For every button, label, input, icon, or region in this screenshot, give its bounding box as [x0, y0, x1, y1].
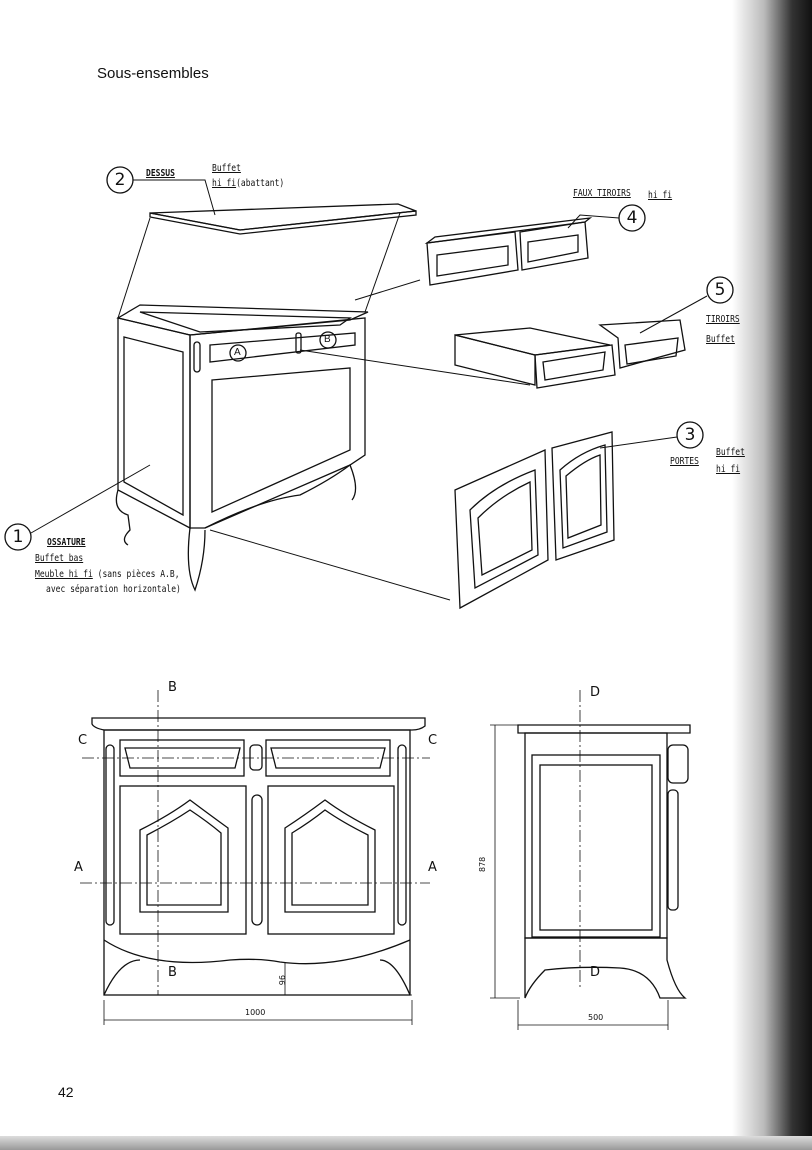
side-elevation-drawing — [490, 724, 691, 1030]
ossature-line3: avec séparation horizontale) — [46, 584, 181, 595]
callout-circle-1 — [4, 523, 32, 551]
width-dimension: 1000 — [245, 1008, 266, 1017]
ossature-line2-note: (sans pièces A.B, — [97, 569, 180, 580]
portes-line2: hi fi — [716, 464, 741, 475]
callout-2: 2 — [114, 170, 126, 190]
callout-3: 3 — [684, 425, 696, 445]
portes-label: PORTES — [670, 456, 699, 467]
dessus-label: DESSUS — [146, 168, 175, 179]
ossature-carcass-drawing — [115, 304, 369, 592]
height-dimension: 878 — [478, 856, 487, 872]
section-d-bottom: D — [590, 965, 601, 980]
tiroirs-label: TIROIRS — [706, 314, 740, 325]
callout-5: 5 — [714, 280, 726, 300]
callout-circle-3 — [676, 421, 704, 449]
dessus-line2: hi fi — [212, 178, 237, 189]
dessus-line2-note: (abattant) — [236, 178, 285, 189]
faux-tiroirs-label: FAUX TIROIRS — [573, 188, 631, 199]
dessus-panel-drawing — [149, 203, 417, 235]
callout-a: A — [234, 347, 241, 358]
foot-height-dimension: 96 — [277, 975, 286, 986]
section-c-right: C — [428, 733, 438, 748]
ossature-label: OSSATURE — [47, 537, 86, 548]
front-elevation-drawing — [91, 717, 426, 1025]
section-a-left: A — [74, 860, 83, 875]
section-b-bottom: B — [168, 965, 177, 980]
callout-b: B — [324, 334, 331, 345]
ossature-line1: Buffet bas — [35, 553, 84, 564]
callout-4: 4 — [626, 208, 638, 228]
portes-line1: Buffet — [716, 447, 745, 458]
page-number: 42 — [58, 1084, 74, 1100]
ossature-line2: Meuble hi fi — [35, 569, 93, 580]
section-b-top: B — [168, 680, 177, 695]
scan-bottom-band — [0, 1136, 812, 1150]
faux-tiroirs-drawing — [424, 217, 593, 286]
callout-circle-5 — [706, 276, 734, 304]
section-lines — [80, 690, 581, 995]
page-edge-shadow — [732, 0, 812, 1150]
dessus-line1: Buffet — [212, 163, 241, 174]
section-a-right: A — [428, 860, 437, 875]
portes-drawing — [454, 431, 615, 610]
tiroirs-line1: Buffet — [706, 334, 735, 345]
page-title: Sous-ensembles — [97, 65, 209, 82]
leader-lines — [30, 179, 708, 601]
callout-1: 1 — [12, 527, 24, 547]
section-d-top: D — [590, 685, 601, 700]
faux-tiroirs-note: hi fi — [648, 190, 673, 201]
callout-circle-a — [229, 344, 247, 362]
depth-dimension: 500 — [588, 1013, 604, 1022]
tiroirs-drawing — [454, 319, 686, 389]
section-c-left: C — [78, 733, 88, 748]
